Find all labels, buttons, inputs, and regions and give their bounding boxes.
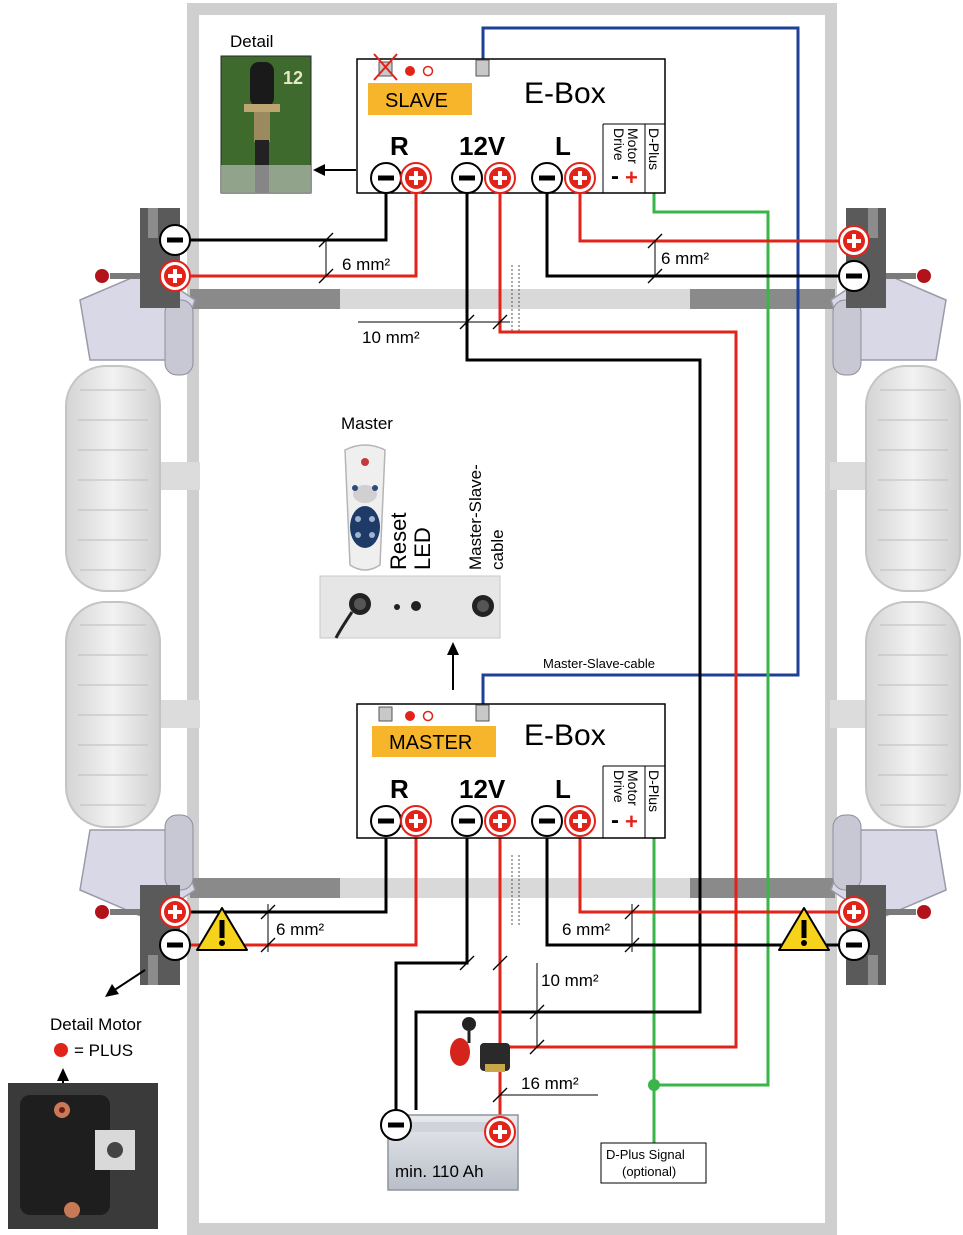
plus-terminal-icon — [400, 805, 432, 837]
warning-icon — [778, 907, 830, 951]
dplus-signal-optional: (optional) — [622, 1164, 676, 1179]
plus-terminal-icon — [564, 162, 596, 194]
terminal-label-l: L — [555, 774, 571, 804]
wire-slave-r-minus — [190, 193, 388, 242]
minus-terminal-icon — [380, 1109, 412, 1141]
motor-label: Motor — [625, 770, 641, 806]
remote-control-icon — [344, 444, 386, 571]
minus-terminal-icon — [838, 929, 870, 961]
cross-section-label: 6 mm² — [661, 249, 710, 268]
plus-terminal-icon — [484, 162, 516, 194]
master-slave-cable-label: Master-Slave-cable — [543, 656, 655, 671]
detail-label: Detail — [230, 32, 273, 51]
cable-guide — [511, 265, 520, 925]
dplus-signal-box: D-Plus Signal (optional) — [600, 1142, 707, 1184]
cross-section-label: 6 mm² — [562, 920, 611, 939]
motor-minus-sign: - — [611, 163, 619, 190]
minus-terminal-icon — [451, 162, 483, 194]
led-label: LED — [410, 527, 435, 570]
terminal-label-r: R — [390, 131, 409, 161]
master-slave-cable-port-label-1: Master-Slave- — [466, 464, 485, 570]
minus-terminal-icon — [531, 805, 563, 837]
slave-tag: SLAVE — [385, 90, 448, 112]
wire-slave-12v-plus — [498, 193, 738, 1049]
master-ebox-title: E-Box — [524, 719, 606, 752]
isolator-switch-icon — [450, 1017, 510, 1072]
wire-slave-l-minus — [545, 193, 840, 278]
motor-plus-sign: + — [625, 165, 638, 190]
master-slave-cable — [481, 26, 800, 708]
wire-slave-r-plus — [190, 193, 418, 278]
dplus-signal-label: D-Plus Signal — [606, 1147, 685, 1162]
drive-label: Drive — [611, 770, 627, 803]
wheel-icon — [865, 365, 961, 592]
slave-ebox-title: E-Box — [524, 77, 606, 110]
minus-terminal-icon — [838, 260, 870, 292]
cross-section-label: 6 mm² — [276, 920, 325, 939]
reset-label: Reset — [386, 513, 411, 570]
battery-capacity-label: min. 110 Ah — [395, 1162, 484, 1181]
master-slave-cable-port-label-2: cable — [488, 529, 507, 570]
wire-slave-l-plus — [578, 193, 840, 243]
plus-dot-icon — [54, 1043, 68, 1057]
master-remote-label: Master — [341, 414, 393, 433]
detail-motor-photo — [8, 1083, 158, 1229]
drive-label: Drive — [611, 128, 627, 161]
master-ebox: MASTER E-Box R 12V L Drive Motor D-Plus … — [356, 703, 666, 839]
detail-motor-label: Detail Motor — [50, 1015, 142, 1034]
wire-slave-12v-minus — [414, 193, 702, 1110]
wire-master-r-plus — [190, 838, 418, 947]
motor-plus-sign: + — [625, 809, 638, 834]
dplus-label: D-Plus — [646, 770, 662, 812]
minus-terminal-icon — [159, 929, 191, 961]
minus-terminal-icon — [531, 162, 563, 194]
plus-legend-label: = PLUS — [74, 1041, 133, 1060]
plus-terminal-icon — [838, 225, 870, 257]
plus-terminal-icon — [400, 162, 432, 194]
wire-master-l-minus — [545, 838, 840, 947]
cross-section-label: 10 mm² — [541, 971, 599, 990]
master-tag: MASTER — [389, 732, 472, 754]
terminal-label-l: L — [555, 131, 571, 161]
cross-section-label: 6 mm² — [342, 255, 391, 274]
trailer-frame — [187, 3, 837, 1235]
connector-panel — [319, 575, 501, 639]
plus-terminal-icon — [564, 805, 596, 837]
cross-section-label: 10 mm² — [362, 328, 420, 347]
terminal-label-12v: 12V — [459, 774, 506, 804]
dplus-label: D-Plus — [646, 128, 662, 170]
wheel-icon — [865, 601, 961, 828]
wire-master-l-plus — [578, 838, 840, 914]
minus-terminal-icon — [451, 805, 483, 837]
warning-icon — [196, 907, 248, 951]
cross-section-label: 16 mm² — [521, 1074, 579, 1093]
detail-photo: 12 — [220, 55, 312, 194]
wire-master-12v-minus — [394, 838, 469, 1110]
plus-terminal-icon — [484, 805, 516, 837]
svg-text:12: 12 — [283, 68, 303, 88]
wheel-icon — [65, 601, 161, 828]
wire-master-r-minus — [190, 838, 388, 914]
plus-terminal-icon — [159, 896, 191, 928]
plus-terminal-icon — [159, 260, 191, 292]
motor-minus-sign: - — [611, 807, 619, 834]
terminal-label-12v: 12V — [459, 131, 506, 161]
terminal-label-r: R — [390, 774, 409, 804]
minus-terminal-icon — [370, 805, 402, 837]
wheel-icon — [65, 365, 161, 592]
minus-terminal-icon — [159, 224, 191, 256]
dplus-wire-slave — [652, 193, 770, 1087]
minus-terminal-icon — [370, 162, 402, 194]
motor-label: Motor — [625, 128, 641, 164]
plus-terminal-icon — [838, 896, 870, 928]
slave-ebox: SLAVE E-Box R 12V L Drive Motor D-Plus -… — [356, 53, 666, 194]
plus-terminal-icon — [484, 1116, 516, 1148]
